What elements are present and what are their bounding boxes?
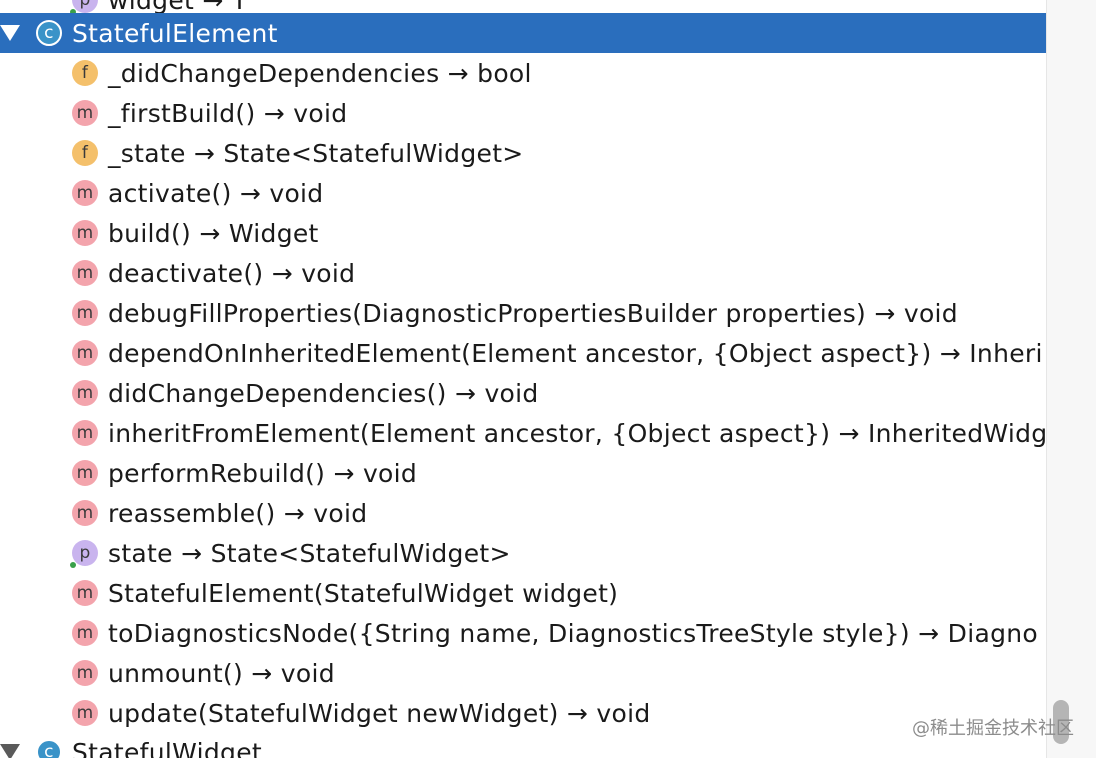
watermark: @稀土掘金技术社区	[912, 718, 1074, 739]
property-icon: p	[70, 0, 98, 15]
method-icon: m	[72, 660, 98, 686]
method-icon: m	[72, 300, 98, 326]
method-icon: m	[72, 580, 98, 606]
method-icon: m	[72, 460, 98, 486]
tree-row-member[interactable]: m build() → Widget	[0, 213, 1046, 253]
tree-row-label: widget → T	[108, 0, 248, 15]
tree-row-label: dependOnInheritedElement(Element ancesto…	[108, 338, 1043, 368]
scrollbar-thumb[interactable]	[1053, 700, 1069, 744]
tree-row-label: didChangeDependencies() → void	[108, 378, 539, 408]
scrollbar-track[interactable]	[1046, 0, 1096, 758]
tree-row-member[interactable]: m StatefulElement(StatefulWidget widget)	[0, 573, 1046, 613]
class-icon: c	[36, 20, 62, 46]
tree-row-member[interactable]: m reassemble() → void	[0, 493, 1046, 533]
property-icon: p	[70, 540, 98, 568]
tree-row-label: build() → Widget	[108, 218, 319, 248]
tree-row-member[interactable]: p state → State<StatefulWidget>	[0, 533, 1046, 573]
field-icon: f	[72, 60, 98, 86]
tree-row-label: reassemble() → void	[108, 498, 368, 528]
tree-row-member[interactable]: m debugFillProperties(DiagnosticProperti…	[0, 293, 1046, 333]
method-icon: m	[72, 420, 98, 446]
visibility-dot-icon	[70, 9, 76, 15]
tree-row-label: activate() → void	[108, 178, 324, 208]
method-icon: m	[72, 100, 98, 126]
tree-row-label: unmount() → void	[108, 658, 335, 688]
tree-row-member[interactable]: m _firstBuild() → void	[0, 93, 1046, 133]
tree-row-member[interactable]: f _state → State<StatefulWidget>	[0, 133, 1046, 173]
tree-row-label: _state → State<StatefulWidget>	[108, 138, 524, 168]
tree-row-stateful-element[interactable]: c StatefulElement	[0, 13, 1046, 53]
method-icon: m	[72, 260, 98, 286]
method-icon: m	[72, 380, 98, 406]
tree-row-label: _firstBuild() → void	[108, 98, 348, 128]
tree-row-member[interactable]: m unmount() → void	[0, 653, 1046, 693]
tree-row-label: debugFillProperties(DiagnosticProperties…	[108, 298, 958, 328]
tree-row-stateful-widget[interactable]: c StatefulWidget	[0, 732, 1046, 758]
tree-row-member[interactable]: m activate() → void	[0, 173, 1046, 213]
tree-row-member[interactable]: m update(StatefulWidget newWidget) → voi…	[0, 693, 1046, 733]
tree-row-label: _didChangeDependencies → bool	[108, 58, 532, 88]
tree-row-label: update(StatefulWidget newWidget) → void	[108, 698, 651, 728]
tree-row-label: toDiagnosticsNode({String name, Diagnost…	[108, 618, 1038, 648]
method-icon: m	[72, 620, 98, 646]
method-icon: m	[72, 340, 98, 366]
structure-tree: p widget → T c StatefulElement f _didCha…	[0, 0, 1046, 758]
method-icon: m	[72, 500, 98, 526]
tree-row-label: deactivate() → void	[108, 258, 356, 288]
field-icon: f	[72, 140, 98, 166]
method-icon: m	[72, 700, 98, 726]
tree-row-label: performRebuild() → void	[108, 458, 418, 488]
tree-row-partial-top[interactable]: p widget → T	[0, 0, 1046, 20]
method-icon: m	[72, 220, 98, 246]
tree-row-member[interactable]: m deactivate() → void	[0, 253, 1046, 293]
tree-row-label: StatefulElement	[72, 18, 278, 48]
tree-row-member[interactable]: m inheritFromElement(Element ancestor, {…	[0, 413, 1046, 453]
tree-row-member[interactable]: m dependOnInheritedElement(Element ances…	[0, 333, 1046, 373]
tree-row-member[interactable]: m didChangeDependencies() → void	[0, 373, 1046, 413]
tree-row-member[interactable]: m performRebuild() → void	[0, 453, 1046, 493]
expand-arrow-icon[interactable]	[0, 744, 20, 758]
tree-row-label: StatefulWidget	[72, 737, 263, 758]
tree-row-member[interactable]: f _didChangeDependencies → bool	[0, 53, 1046, 93]
tree-row-member[interactable]: m toDiagnosticsNode({String name, Diagno…	[0, 613, 1046, 653]
expand-arrow-icon[interactable]	[0, 25, 20, 41]
tree-row-label: StatefulElement(StatefulWidget widget)	[108, 578, 619, 608]
tree-row-label: state → State<StatefulWidget>	[108, 538, 511, 568]
method-icon: m	[72, 180, 98, 206]
tree-row-label: inheritFromElement(Element ancestor, {Ob…	[108, 418, 1046, 448]
class-icon: c	[36, 739, 62, 758]
visibility-dot-icon	[70, 562, 76, 568]
